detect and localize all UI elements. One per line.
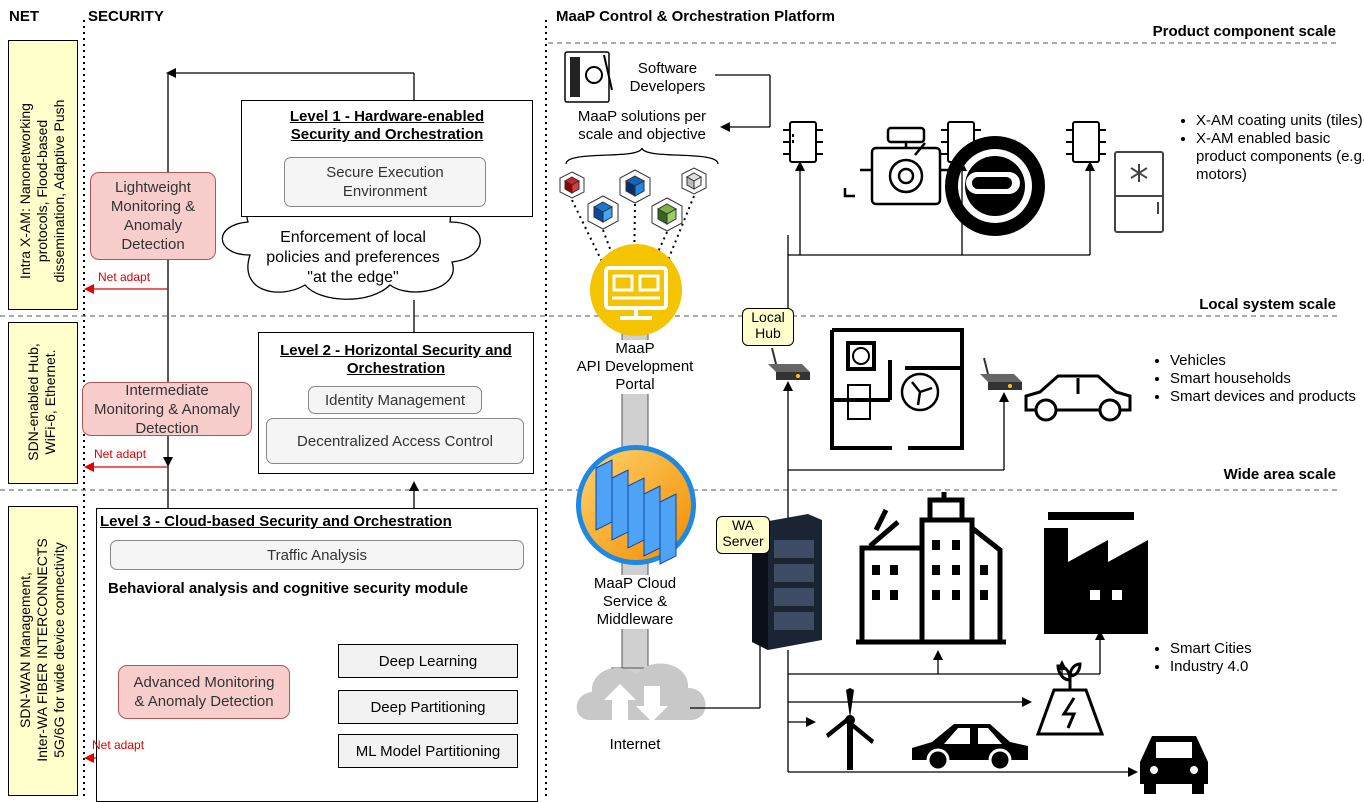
internet-label: Internet [609, 736, 661, 753]
net-adapt-label-3: Net adapt [92, 738, 145, 752]
ml-model-partitioning-block: ML Model Partitioning [338, 734, 518, 768]
software-developers-icon [564, 51, 613, 103]
wide-bullets: Smart Cities Industry 4.0 [1150, 640, 1350, 676]
cloud-service-icon [576, 445, 696, 565]
api-portal-icon [590, 244, 682, 336]
sdn-hub-label: SDN-enabled Hub,WiFi-6, Ethernet. [25, 343, 58, 461]
level3-title: Level 3 - Cloud-based Security and Orche… [100, 513, 452, 530]
developer-arrows [715, 74, 771, 132]
intra-xam-box [8, 40, 78, 310]
solutions-brace [565, 147, 719, 165]
car-front-icon [1140, 736, 1208, 794]
sdn-hub-box [8, 322, 78, 484]
fridge-icon [1114, 151, 1164, 233]
product-scale-label: Product component scale [1152, 23, 1336, 40]
deep-learning-block: Deep Learning [338, 644, 518, 678]
internet-cloud-icon [576, 663, 706, 722]
product-links [787, 161, 1095, 310]
sdn-wan-label: SDN-WAN Management,Inter-WA FIBER INTERC… [16, 538, 67, 762]
wide-links [787, 630, 1138, 777]
router-icons [768, 347, 1022, 390]
local-links [783, 381, 1009, 540]
net-adapt-label-2: Net adapt [94, 447, 147, 461]
security-header: SECURITY [88, 8, 164, 25]
product-bullets: X-AM coating units (tiles) X-AM enabled … [1176, 112, 1364, 184]
advanced-monitoring-box: Advanced Monitoring& Anomaly Detection [118, 665, 290, 719]
chip-icons [783, 121, 1106, 163]
solution-cubes [559, 167, 707, 232]
net-header: NET [9, 8, 39, 25]
sdn-wan-box [8, 506, 78, 796]
smart-home-floorplan-icon [830, 328, 964, 450]
local-scale-label: Local system scale [1199, 296, 1336, 313]
industry-factory-icon [1044, 512, 1148, 634]
deep-partitioning-block: Deep Partitioning [338, 690, 518, 724]
net-adapt-label-1: Net adapt [98, 270, 151, 284]
robot-vacuum-icon [945, 136, 1045, 236]
decentralized-access-control: Decentralized Access Control [266, 418, 524, 464]
platform-header: MaaP Control & Orchestration Platform [556, 8, 835, 25]
behavioral-module-title: Behavioral analysis and cognitive securi… [108, 580, 469, 597]
identity-management: Identity Management [308, 386, 482, 414]
local-bullets: Vehicles Smart households Smart devices … [1150, 352, 1364, 406]
wide-scale-label: Wide area scale [1223, 466, 1336, 483]
motor-icon [843, 126, 952, 206]
wa-server-icon [752, 514, 822, 650]
car-icon [912, 724, 1028, 772]
vehicle-icon [1024, 374, 1132, 422]
wind-turbine-icon [826, 688, 874, 770]
smart-city-buildings-icon [856, 492, 1006, 645]
traffic-analysis: Traffic Analysis [110, 540, 524, 570]
